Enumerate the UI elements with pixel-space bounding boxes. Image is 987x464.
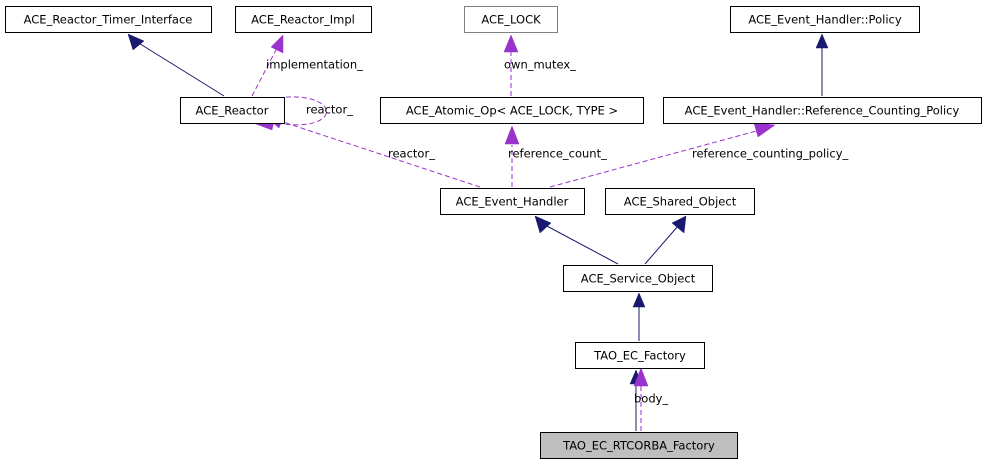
node-label: ACE_Reactor [196, 104, 269, 118]
edge-service-object-to-shared-object [644, 215, 687, 265]
edge-label-reference-count: reference_count_ [508, 147, 607, 161]
edge-label-reference-counting-policy: reference_counting_policy_ [692, 147, 848, 161]
node-ace-service-object[interactable]: ACE_Service_Object [563, 265, 713, 292]
node-ace-reactor-impl[interactable]: ACE_Reactor_Impl [235, 6, 372, 33]
node-ace-shared-object[interactable]: ACE_Shared_Object [605, 188, 755, 215]
edge-ec-factory-to-service-object [632, 292, 646, 341]
node-tao-ec-factory[interactable]: TAO_EC_Factory [575, 342, 705, 369]
edge-implementation-reactor-to-reactor-impl [251, 34, 284, 97]
node-ace-lock[interactable]: ACE_LOCK [464, 6, 558, 33]
node-label: ACE_Service_Object [581, 272, 696, 286]
edge-body-rtcorba-factory-to-ec-factory [633, 367, 649, 431]
node-label: ACE_Atomic_Op< ACE_LOCK, TYPE > [406, 104, 618, 118]
node-label: ACE_Shared_Object [624, 195, 737, 209]
node-label: TAO_EC_Factory [593, 349, 686, 363]
node-label: TAO_EC_RTCORBA_Factory [562, 439, 715, 453]
node-label: ACE_LOCK [481, 13, 541, 27]
node-ace-event-handler-policy[interactable]: ACE_Event_Handler::Policy [730, 6, 920, 33]
edge-service-object-to-event-handler [534, 215, 619, 265]
node-ace-reactor[interactable]: ACE_Reactor [180, 97, 285, 124]
node-ace-event-handler-reference-counting-policy[interactable]: ACE_Event_Handler::Reference_Counting_Po… [663, 97, 982, 124]
edge-label-implementation: implementation_ [266, 58, 363, 72]
edge-reference-count-event-handler-to-atomic-op [504, 125, 520, 187]
node-label: ACE_Event_Handler::Reference_Counting_Po… [685, 104, 960, 118]
node-ace-atomic-op[interactable]: ACE_Atomic_Op< ACE_LOCK, TYPE > [380, 97, 644, 124]
node-label: ACE_Reactor_Impl [251, 13, 355, 27]
edge-label-reactor-self: reactor_ [306, 103, 353, 117]
node-ace-reactor-timer-interface[interactable]: ACE_Reactor_Timer_Interface [5, 6, 212, 33]
node-tao-ec-rtcorba-factory[interactable]: TAO_EC_RTCORBA_Factory [540, 432, 738, 459]
node-label: ACE_Event_Handler::Policy [748, 13, 902, 27]
node-ace-event-handler[interactable]: ACE_Event_Handler [440, 188, 585, 215]
edge-ref-counting-policy-to-policy [815, 33, 829, 96]
edge-label-reactor-assoc: reactor_ [388, 147, 435, 161]
edge-label-own-mutex: own_mutex_ [504, 58, 576, 72]
edge-own-mutex-atomic-op-to-ace-lock [503, 34, 519, 96]
node-label: ACE_Event_Handler [456, 195, 569, 209]
node-label: ACE_Reactor_Timer_Interface [24, 13, 193, 27]
edge-label-body: body_ [634, 392, 668, 406]
edge-reactor-to-timer-interface [127, 33, 225, 97]
